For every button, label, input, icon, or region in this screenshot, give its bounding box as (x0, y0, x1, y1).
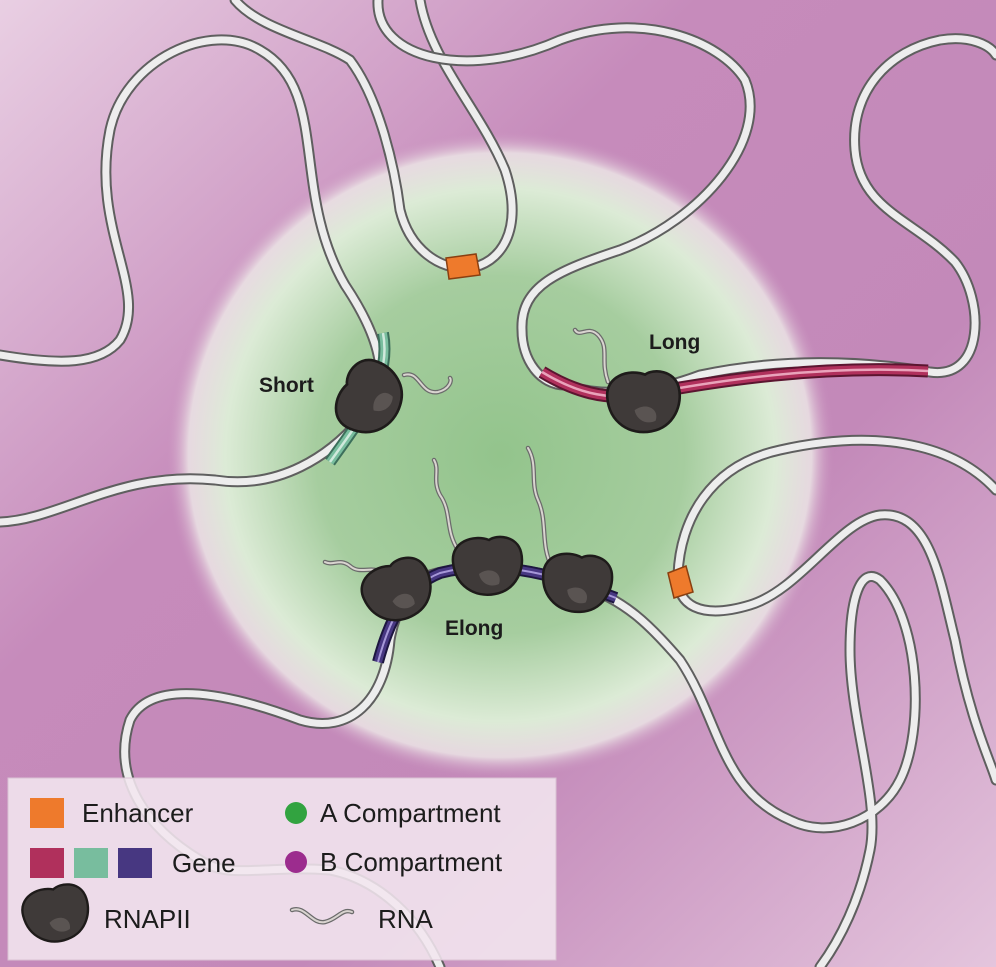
rnapii-elong-3 (541, 552, 614, 614)
label-elong: Elong (445, 617, 503, 640)
legend-enhancer-swatch (30, 798, 64, 828)
legend-rna-label: RNA (378, 904, 434, 934)
legend-rnapii-icon (21, 883, 90, 943)
legend-gene-swatch-elong (118, 848, 152, 878)
legend-b-compartment-label: B Compartment (320, 847, 503, 877)
legend: Enhancer A Compartment Gene B Compartmen… (7, 777, 557, 961)
rnapii-elong-1 (360, 556, 432, 622)
label-long: Long (649, 331, 700, 354)
legend-gene-swatch-long (30, 848, 64, 878)
legend-a-compartment-dot (285, 802, 307, 824)
rnapii-long (605, 370, 681, 434)
rnapii-short (334, 358, 403, 434)
rnapii-elong-2 (451, 535, 524, 596)
legend-gene-label: Gene (172, 848, 236, 878)
legend-a-compartment-label: A Compartment (320, 798, 501, 828)
legend-rna-icon (289, 906, 355, 925)
enhancer-top (445, 253, 481, 280)
label-short: Short (259, 374, 314, 397)
legend-enhancer-label: Enhancer (82, 798, 194, 828)
enhancer-right (667, 564, 694, 599)
legend-b-compartment-dot (285, 851, 307, 873)
legend-gene-swatch-short (74, 848, 108, 878)
a-compartment-region (165, 130, 835, 780)
legend-rnapii-label: RNAPII (104, 904, 191, 934)
